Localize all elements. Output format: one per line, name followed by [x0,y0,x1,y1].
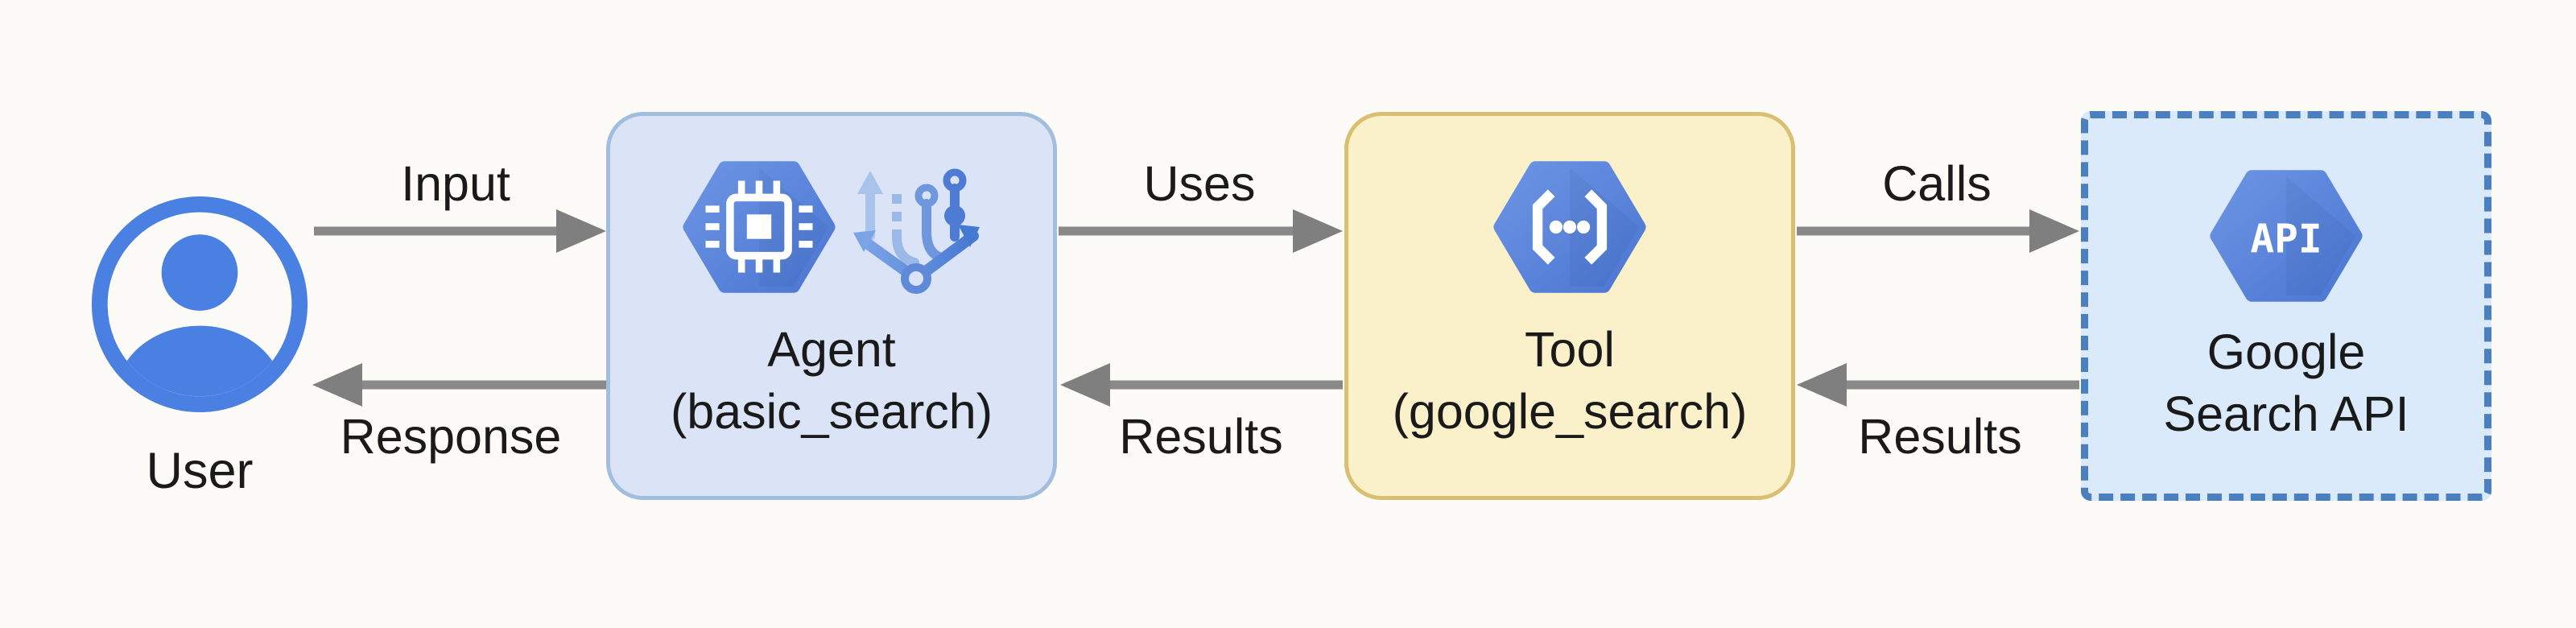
edge-label-calls: Calls [1882,156,1992,211]
api-title: Google [2207,324,2366,379]
tool-title-block: Tool (google_search) [1348,319,1791,443]
api-icon-row: API [2088,167,2484,305]
arrow-calls [1797,209,2079,253]
agent-title: Agent [767,322,896,377]
tool-title: Tool [1525,322,1615,377]
edge-label-results-agent: Results [1119,409,1283,464]
edge-label-uses: Uses [1143,156,1256,211]
person-circle-icon [91,196,308,413]
arrow-results-tool [1797,363,2079,407]
api-node: API Google Search API [2081,111,2491,501]
api-title-block: Google Search API [2088,321,2484,445]
edge-label-results-tool: Results [1858,409,2022,464]
agent-node: Agent (basic_search) [606,112,1057,500]
user-node [89,193,311,415]
tool-subtitle: (google_search) [1392,384,1748,439]
user-label: User [146,443,254,499]
agent-title-block: Agent (basic_search) [610,319,1053,443]
arrow-response [312,363,608,407]
arrow-input [314,209,606,253]
cpu-hexagon-icon [682,161,836,293]
edge-label-input: Input [401,156,510,211]
arrow-results-agent [1060,363,1343,407]
arrow-uses [1059,209,1343,253]
endpoints-hexagon-icon [1493,161,1646,293]
tool-node: Tool (google_search) [1344,112,1795,500]
api-badge-text: API [2250,215,2322,262]
agent-subtitle: (basic_search) [670,384,993,439]
agent-icon-row [610,158,1053,307]
api-subtitle: Search API [2163,386,2409,441]
branch-flow-icon [852,168,980,294]
api-hexagon-icon: API [2210,170,2363,302]
tool-icon-row [1348,158,1791,296]
edge-label-response: Response [340,409,562,464]
